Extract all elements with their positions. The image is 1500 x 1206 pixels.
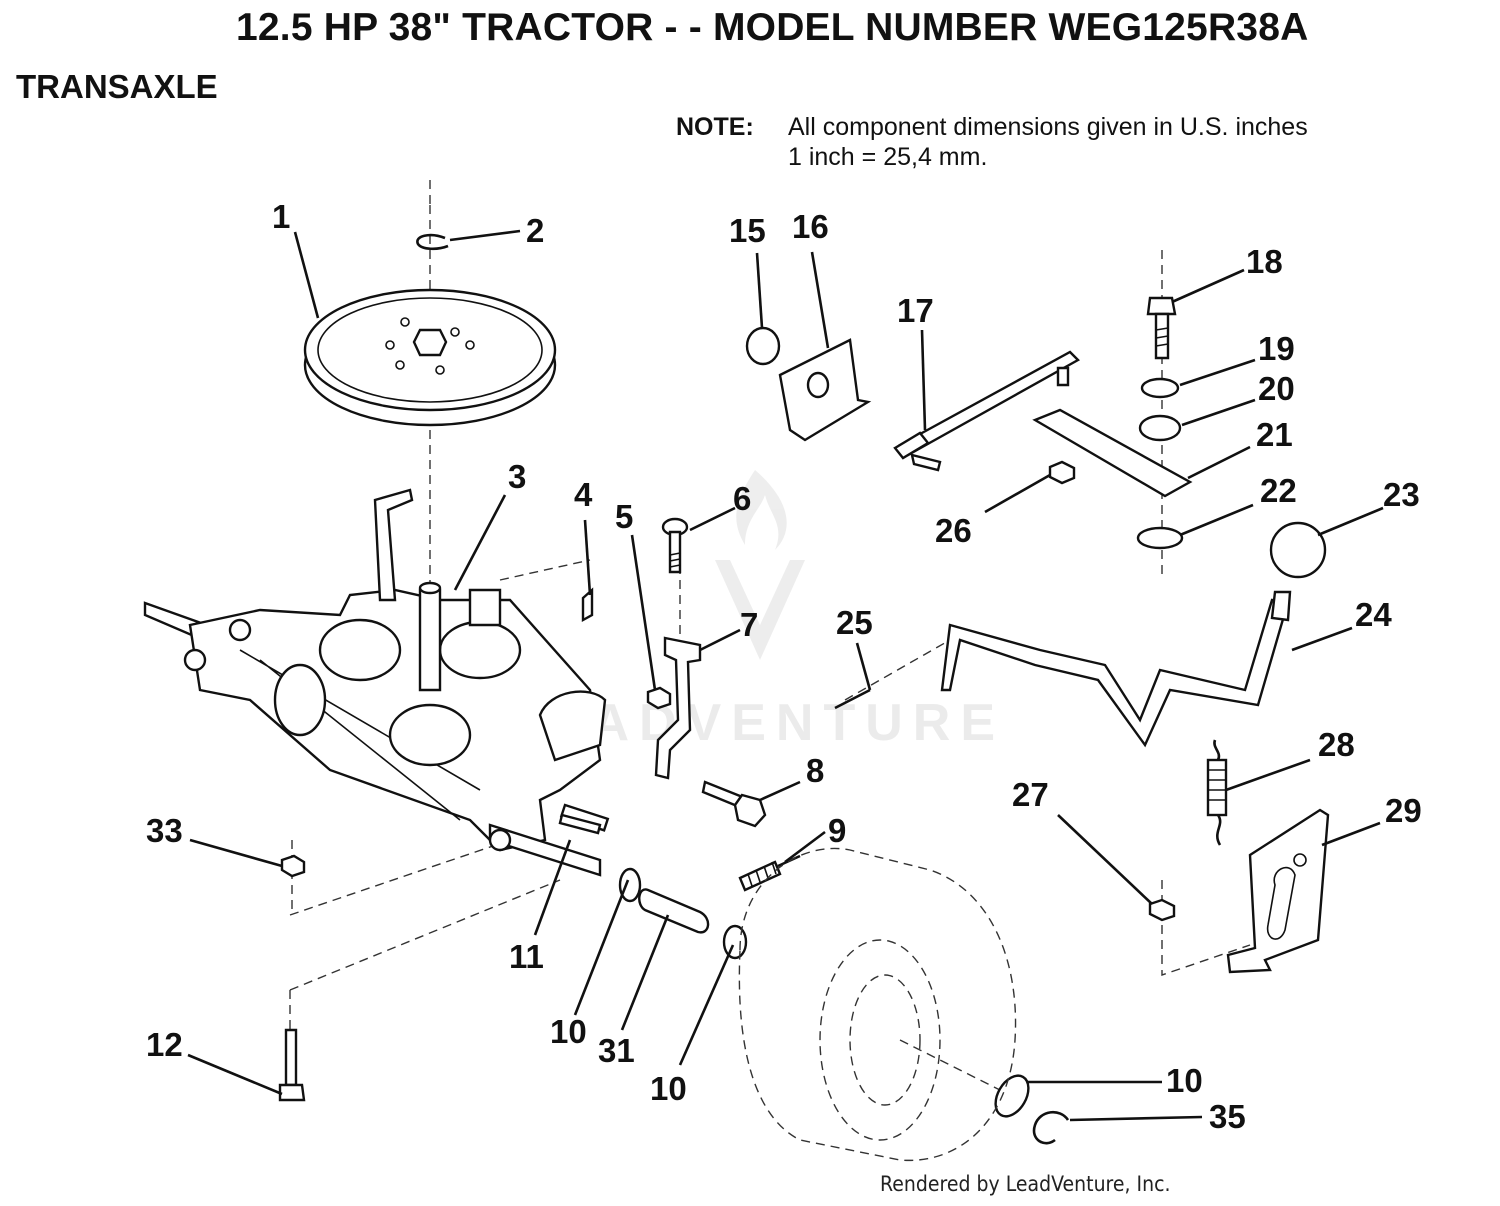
bracket-29 — [1226, 808, 1330, 974]
callout-16: 16 — [792, 208, 829, 245]
callout-27: 27 — [1012, 776, 1049, 813]
callout-23: 23 — [1383, 476, 1420, 513]
callout-20: 20 — [1258, 370, 1295, 407]
hex-bolt-18 — [1146, 296, 1177, 360]
callout-1: 1 — [272, 198, 290, 235]
callout-numbers: 1 2 3 4 5 6 7 8 9 10 11 12 15 16 17 18 1… — [146, 198, 1422, 1135]
cotter-pin — [834, 688, 871, 710]
axle-key — [558, 813, 602, 835]
callout-15: 15 — [729, 212, 766, 249]
washer-15 — [745, 326, 781, 366]
hex-nut-5 — [646, 686, 672, 710]
callout-6: 6 — [733, 480, 751, 517]
hex-nut-33 — [280, 854, 306, 878]
transaxle-assembly — [143, 488, 610, 877]
link-plate — [1032, 408, 1193, 498]
spring-9 — [738, 854, 801, 892]
spring-28 — [1206, 739, 1228, 846]
callout-9: 9 — [828, 812, 846, 849]
callout-8: 8 — [806, 752, 824, 789]
hex-bolt-12 — [278, 1028, 306, 1102]
callout-10c: 10 — [1166, 1062, 1203, 1099]
callout-17: 17 — [897, 292, 934, 329]
hex-bolt-8 — [701, 780, 767, 828]
retaining-clip — [416, 233, 449, 251]
callout-12: 12 — [146, 1026, 183, 1063]
callout-28: 28 — [1318, 726, 1355, 763]
callout-22: 22 — [1260, 472, 1297, 509]
hex-nut-26 — [1048, 460, 1076, 485]
callout-18: 18 — [1246, 243, 1283, 280]
bracket-16 — [778, 338, 872, 442]
section-title: TRANSAXLE — [16, 68, 218, 105]
callout-5: 5 — [615, 498, 633, 535]
callout-35: 35 — [1209, 1098, 1246, 1135]
note-line-1: All component dimensions given in U.S. i… — [788, 113, 1308, 141]
retaining-clip-35 — [1032, 1111, 1070, 1145]
washer-20 — [1138, 414, 1182, 442]
callout-3: 3 — [508, 458, 526, 495]
callout-10: 10 — [550, 1013, 587, 1050]
callout-31: 31 — [598, 1032, 635, 1069]
washer-10b — [722, 924, 748, 960]
note-label: NOTE: — [676, 113, 754, 141]
knob — [1269, 521, 1327, 579]
page-title: 12.5 HP 38" TRACTOR - - MODEL NUMBER WEG… — [236, 6, 1309, 49]
bracket-7 — [654, 636, 702, 780]
callout-33: 33 — [146, 812, 183, 849]
callout-11: 11 — [509, 938, 544, 975]
washer-10a — [618, 867, 642, 903]
footer-credit: Rendered by LeadVenture, Inc. — [880, 1172, 1171, 1196]
carriage-bolt — [661, 517, 689, 574]
callout-25: 25 — [836, 604, 873, 641]
washer-10c — [994, 1074, 1030, 1118]
hex-nut-27 — [1148, 898, 1176, 922]
callout-7: 7 — [740, 606, 758, 643]
wheel-outline — [738, 847, 1017, 1162]
washer-19 — [1140, 377, 1180, 399]
callout-4: 4 — [574, 476, 593, 513]
note: NOTE: All component dimensions given in U… — [676, 112, 1308, 172]
washer-22 — [1136, 526, 1184, 550]
callout-21: 21 — [1256, 416, 1293, 453]
pulley — [303, 288, 557, 427]
control-rod — [893, 350, 1080, 472]
callout-2: 2 — [526, 212, 544, 249]
callout-10b: 10 — [650, 1070, 687, 1107]
callout-24: 24 — [1355, 596, 1392, 633]
callout-19: 19 — [1258, 330, 1295, 367]
spacer — [638, 888, 710, 934]
leader-lines — [187, 229, 1384, 1122]
shift-lever — [940, 598, 1290, 748]
callout-29: 29 — [1385, 792, 1422, 829]
note-line-2: 1 inch = 25,4 mm. — [788, 143, 988, 171]
callout-26: 26 — [935, 512, 972, 549]
